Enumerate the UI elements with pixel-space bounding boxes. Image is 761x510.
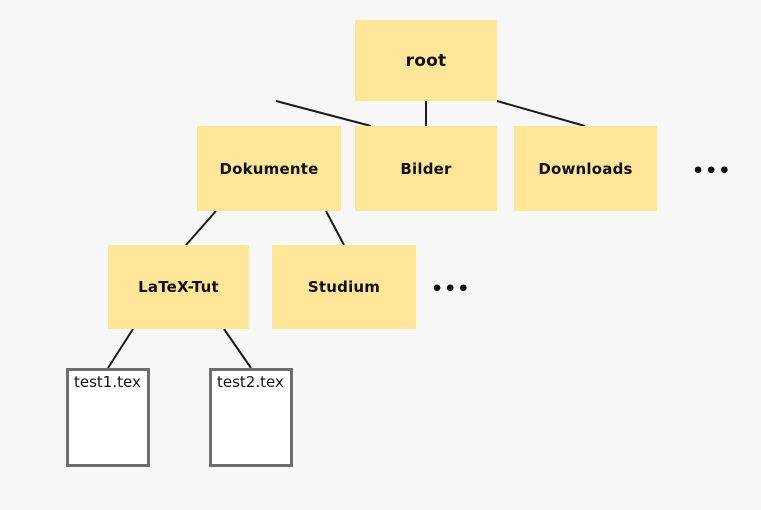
edge-latextut-test1: [107, 328, 134, 369]
folder-node-downloads[interactable]: Downloads: [514, 126, 657, 211]
ellipsis-row-three: •••: [431, 278, 471, 300]
edge-latextut-test2: [223, 328, 252, 369]
folder-label-studium: Studium: [307, 278, 381, 296]
folder-node-root[interactable]: root: [355, 20, 497, 101]
folder-node-bilder[interactable]: Bilder: [355, 126, 497, 211]
ellipsis-row-two: •••: [692, 160, 732, 182]
edge-dokumente-studium: [325, 210, 345, 246]
folder-node-latex-tut[interactable]: LaTeX-Tut: [108, 245, 249, 329]
folder-label-downloads: Downloads: [538, 159, 633, 178]
folder-node-dokumente[interactable]: Dokumente: [197, 126, 341, 211]
edge-dokumente-latextut: [185, 210, 217, 246]
file-node-test2-tex[interactable]: test2.tex: [209, 368, 293, 467]
file-label-test2-tex: test2.tex: [217, 373, 284, 391]
file-label-test1-tex: test1.tex: [74, 373, 141, 391]
folder-label-root: root: [405, 50, 447, 71]
folder-label-latex-tut: LaTeX-Tut: [138, 278, 219, 296]
folder-label-dokumente: Dokumente: [219, 159, 319, 178]
folder-label-bilder: Bilder: [400, 159, 452, 178]
folder-node-studium[interactable]: Studium: [272, 245, 416, 329]
edge-root-dokumente: [275, 100, 372, 127]
file-node-test1-tex[interactable]: test1.tex: [66, 368, 150, 467]
edge-root-downloads: [496, 100, 586, 127]
